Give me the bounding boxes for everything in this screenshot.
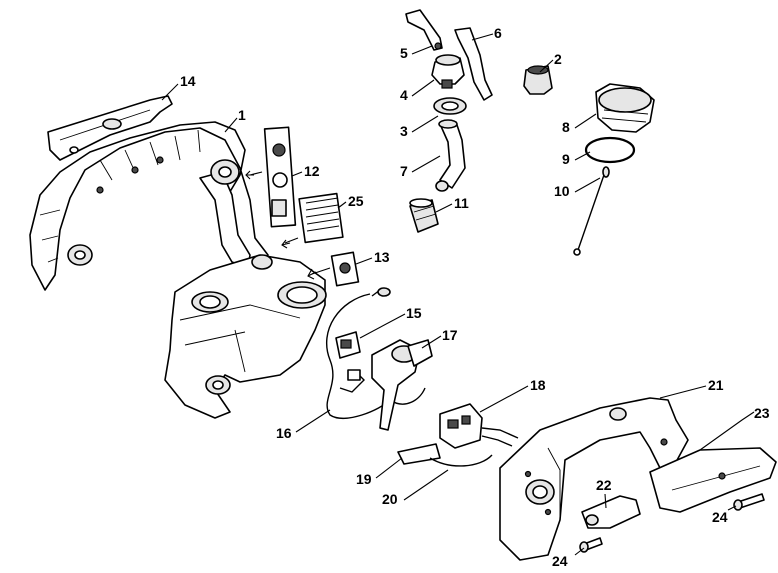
callout-labels: 14 1 2 3 4 5 6 7 8 9 10 11 12 25 13 15 1… [180,25,770,569]
part-14-cover [47,95,173,161]
callout-11: 11 [454,195,469,211]
leader-lines [161,33,755,556]
callout-23: 23 [754,405,770,421]
part-3-grommet [433,97,467,115]
part-17-throttle-trigger [371,339,433,431]
part-20-wire-spring [429,454,493,467]
callout-14: 14 [180,73,196,89]
callout-17: 17 [442,327,458,343]
part-22-latch [581,495,641,529]
part-6-hose [454,27,493,101]
part-21-handle [499,397,689,561]
callout-6: 6 [494,25,502,41]
part-12-decal [249,126,297,228]
callout-10: 10 [554,183,570,199]
part-5-pump-lever [405,9,443,51]
callout-15: 15 [406,305,422,321]
part-8-tank-cap [595,83,655,133]
part-2-fitting [523,65,553,95]
callout-25: 25 [348,193,364,209]
callout-20: 20 [382,491,398,507]
callout-13: 13 [374,249,390,265]
part-7-elbow-tube [435,119,466,192]
part-24-screw-upper [733,493,765,511]
placement-arrows [245,170,317,280]
callout-24-bottom: 24 [552,553,568,569]
callout-21: 21 [708,377,724,393]
part-1-housing-frame [29,121,269,291]
callout-22: 22 [596,477,612,493]
callout-9: 9 [562,151,570,167]
part-18-contact-block [439,403,519,449]
callout-8: 8 [562,119,570,135]
callout-2: 2 [554,51,562,67]
part-19-bracket [397,443,441,465]
part-10-pickup-line [573,166,610,256]
callout-5: 5 [400,45,408,61]
part-fuel-tank-body [164,254,327,419]
callout-18: 18 [530,377,546,393]
callout-1: 1 [238,107,246,123]
part-15-switch [335,331,361,359]
callout-16: 16 [276,425,292,441]
part-9-o-ring [584,136,636,164]
callout-19: 19 [356,471,372,487]
part-11-filter [409,198,439,233]
part-24-screw-lower [579,537,603,553]
part-25-grid-label [284,192,344,244]
callout-7: 7 [400,163,408,179]
part-4-pump-head [431,54,465,89]
callout-3: 3 [400,123,408,139]
callout-24-right: 24 [712,509,728,525]
callout-12: 12 [304,163,320,179]
callout-4: 4 [400,87,408,103]
part-23-grip-cover [649,447,777,513]
part-13-small-label [311,251,360,287]
